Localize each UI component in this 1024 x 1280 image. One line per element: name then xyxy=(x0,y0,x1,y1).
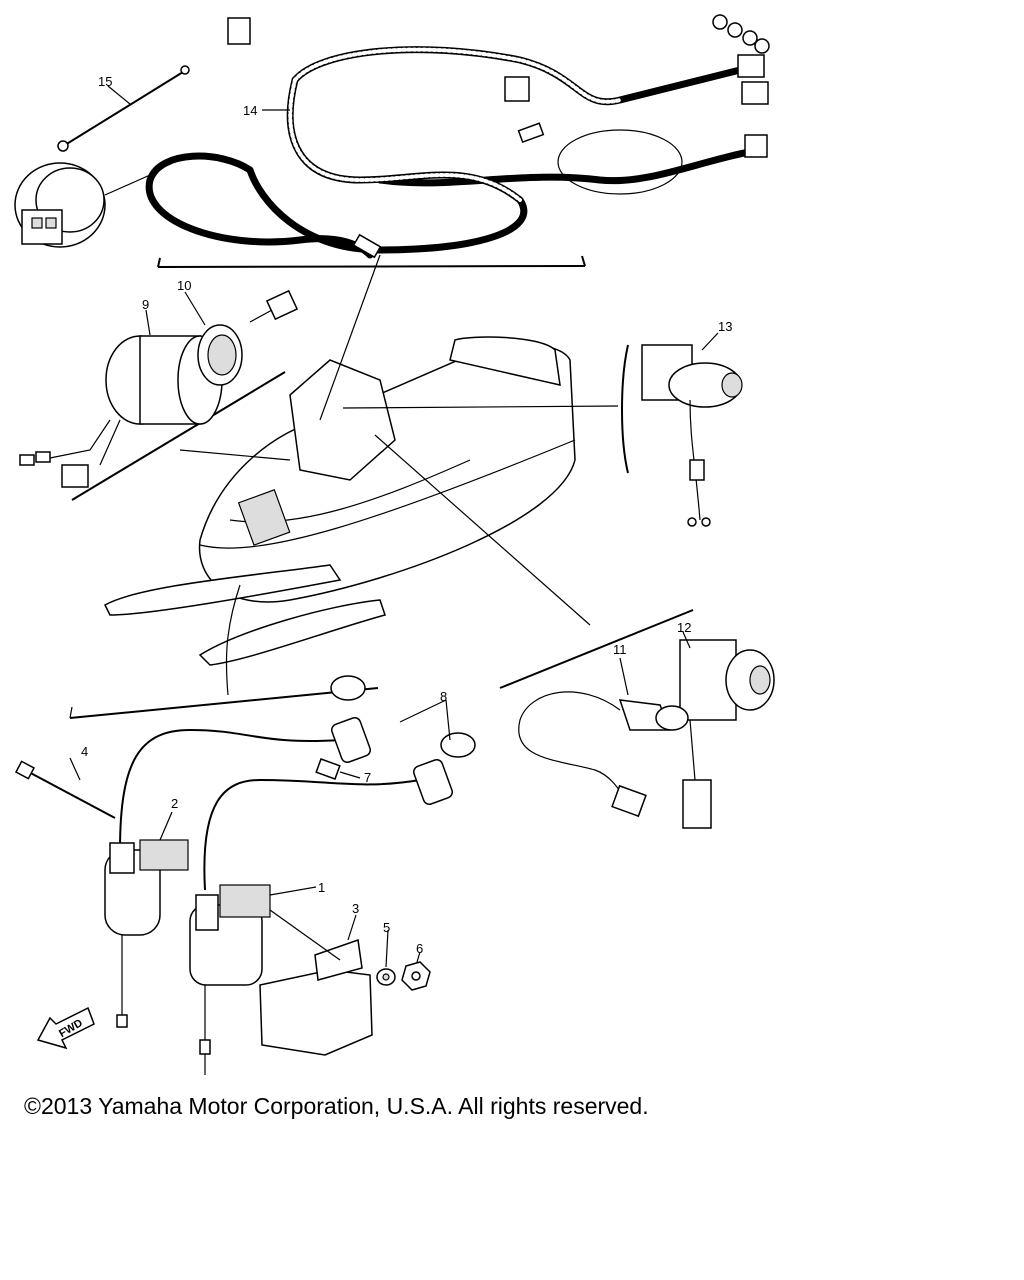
callout-9: 9 xyxy=(142,297,149,312)
handlebar-switch-13 xyxy=(621,332,743,527)
callout-10: 10 xyxy=(177,278,191,293)
callout-8: 8 xyxy=(440,689,447,704)
callout-6: 6 xyxy=(416,941,423,956)
fwd-arrow xyxy=(36,1006,95,1050)
callout-11: 11 xyxy=(613,642,627,657)
callout-14: 14 xyxy=(243,103,257,118)
callout-4: 4 xyxy=(81,744,88,759)
callout-15: 15 xyxy=(98,74,112,89)
wire-harness-group xyxy=(14,14,770,268)
exploded-parts-diagram: 1 2 3 4 5 6 7 8 9 10 11 12 13 14 15 FWD xyxy=(14,14,775,1075)
callout-7: 7 xyxy=(364,770,371,785)
ignition-switch-group xyxy=(19,289,299,501)
callout-3: 3 xyxy=(352,901,359,916)
ignition-coil-group xyxy=(14,675,476,1075)
callout-2: 2 xyxy=(171,796,178,811)
copyright-notice: ©2013 Yamaha Motor Corporation, U.S.A. A… xyxy=(24,1093,649,1119)
switch-group-11-12 xyxy=(499,609,775,829)
snowmobile-illustration xyxy=(104,254,619,696)
callout-13: 13 xyxy=(718,319,732,334)
callout-1: 1 xyxy=(318,880,325,895)
callout-12: 12 xyxy=(677,620,691,635)
callout-5: 5 xyxy=(383,920,390,935)
